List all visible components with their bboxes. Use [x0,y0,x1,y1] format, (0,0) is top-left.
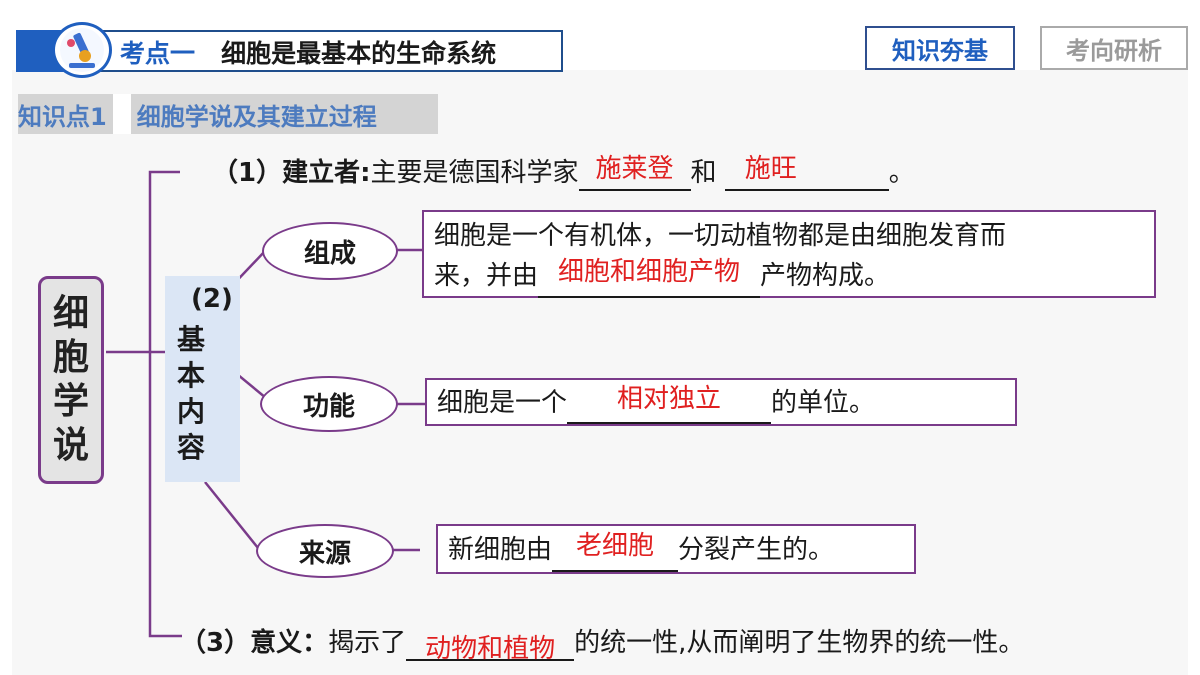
tab-knowledge-basics[interactable]: 知识夯基 [865,26,1015,70]
significance-text-start: 揭示了 [328,628,407,658]
origin-text-end: 分裂产生的。 [678,535,835,565]
topic-header-title: 考点一 细胞是最基本的生命系统 [120,34,496,70]
root-char: 细 [52,293,89,334]
significance-line: （3）意义：揭示了动物和植物的统一性,从而阐明了生物界的统一性。 [180,622,1025,664]
function-text-start: 细胞是一个 [437,388,568,418]
significance-label: （3）意义： [180,628,329,658]
section-title: 细胞学说及其建立过程 [136,102,377,131]
founders-end: 。 [888,158,915,188]
root-char: 胞 [52,337,89,378]
founders-and: 和 [690,158,717,188]
node-origin: 来源 [256,524,394,578]
cell-theory-root: 细 胞 学 说 [38,276,104,484]
founders-label: （1）建立者: [212,158,371,188]
section-heading: 知识点1 细胞学说及其建立过程 [18,94,438,134]
founder-blank-2: 施旺 [724,152,889,191]
node-composition: 组成 [262,222,398,280]
origin-box: 新细胞由老细胞分裂产生的。 [436,524,916,574]
composition-line-2-start: 来，并由 [434,261,539,291]
root-char: 说 [52,425,89,466]
basic-content-label: 基 本 内 容 [176,323,205,464]
founders-text: 主要是德国科学家 [370,158,579,188]
basic-content-number: (2) [191,284,233,314]
origin-blank: 老细胞 [552,530,679,572]
section-label: 知识点1 [18,102,107,131]
function-text-end: 的单位。 [771,388,876,418]
topic-title: 细胞是最基本的生命系统 [221,39,497,68]
basic-content-box [165,276,240,482]
root-char: 学 [52,381,89,422]
function-blank: 相对独立 [567,384,772,424]
composition-line-1: 细胞是一个有机体，一切动植物都是由细胞发育而 [434,221,1007,251]
significance-blank: 动物和植物 [406,622,575,664]
founders-line: （1）建立者:主要是德国科学家施莱登和 施旺。 [212,152,915,191]
function-box: 细胞是一个相对独立的单位。 [425,378,1017,426]
composition-box: 细胞是一个有机体，一切动植物都是由细胞发育而 来，并由细胞和细胞产物产物构成。 [422,210,1156,298]
tab-exam-analysis[interactable]: 考向研析 [1040,26,1188,70]
composition-line-2-end: 产物构成。 [760,261,891,291]
topic-label: 考点一 [120,39,196,68]
microscope-logo-icon [52,22,112,78]
node-function: 功能 [260,376,398,432]
origin-text-start: 新细胞由 [448,535,553,565]
significance-text-end: 的统一性,从而阐明了生物界的统一性。 [574,628,1025,658]
founder-blank-1: 施莱登 [578,152,691,191]
composition-blank: 细胞和细胞产物 [538,256,761,298]
